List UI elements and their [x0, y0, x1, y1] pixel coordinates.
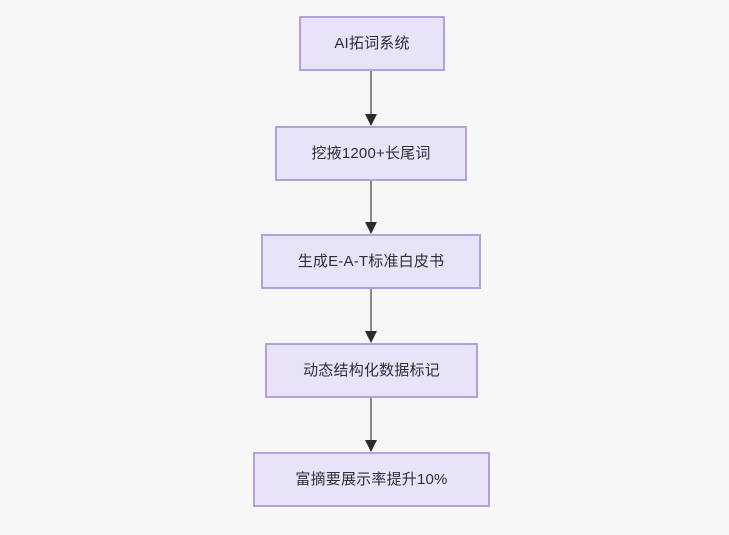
- edge-n4-n5: [365, 398, 377, 452]
- arrowhead-icon: [365, 222, 377, 234]
- edge-n2-n3: [365, 181, 377, 234]
- flow-node-mine-longtail-keywords[interactable]: 挖掖1200+长尾词: [275, 126, 467, 181]
- flow-node-label: 挖掖1200+长尾词: [311, 144, 431, 162]
- arrowhead-icon: [365, 440, 377, 452]
- flow-node-label: 富摘要展示率提升10%: [295, 470, 448, 488]
- edge-n3-n4: [365, 289, 377, 343]
- flow-node-label: AI拓词系统: [334, 34, 410, 52]
- flow-node-ai-keyword-system[interactable]: AI拓词系统: [299, 16, 445, 71]
- edge-n1-n2: [365, 71, 377, 126]
- flow-node-generate-eat-whitepaper[interactable]: 生成E-A-T标准白皮书: [261, 234, 481, 289]
- arrowhead-icon: [365, 114, 377, 126]
- flow-node-label: 动态结构化数据标记: [303, 361, 440, 379]
- arrowhead-icon: [365, 331, 377, 343]
- flow-node-rich-snippet-rate-increase[interactable]: 富摘要展示率提升10%: [253, 452, 490, 507]
- flow-node-label: 生成E-A-T标准白皮书: [297, 252, 445, 270]
- flow-node-dynamic-structured-data-markup[interactable]: 动态结构化数据标记: [265, 343, 478, 398]
